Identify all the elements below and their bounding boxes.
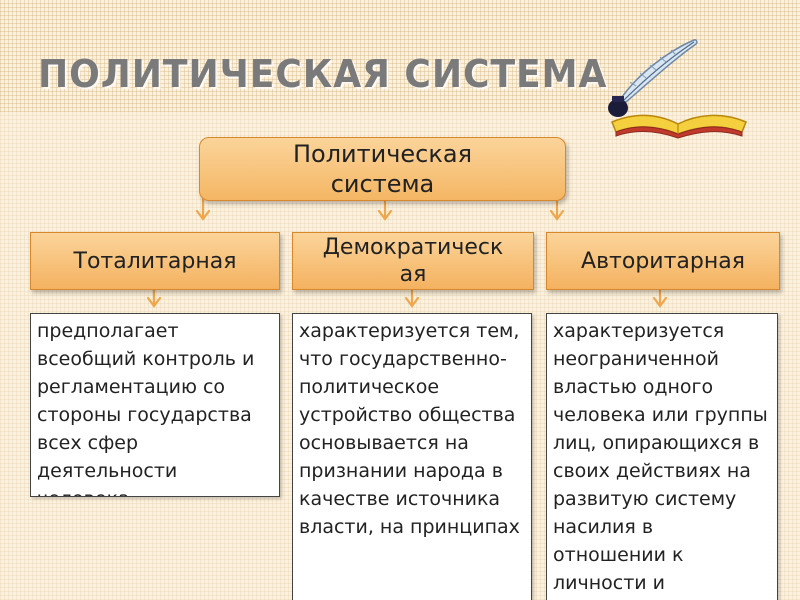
quill-and-book-icon (608, 39, 747, 139)
branch-democratic-label-line1: Демократическ (322, 235, 504, 260)
description-authoritarian-text: характеризуется неограниченной властью о… (553, 320, 768, 594)
root-node-line2: система (330, 170, 435, 198)
description-totalitarian-text: предполагает всеобщий контроль и регламе… (37, 320, 255, 496)
root-node-political-system: Политическая система (199, 137, 566, 201)
branch-democratic: Демократическ ая (292, 232, 534, 290)
root-node-line1: Политическая (292, 140, 473, 168)
description-democratic: характеризуется тем, что государственно-… (292, 313, 532, 600)
branch-totalitarian: Тоталитарная (30, 232, 280, 290)
branch-authoritarian-label: Авторитарная (581, 248, 745, 274)
description-totalitarian: предполагает всеобщий контроль и регламе… (30, 313, 280, 497)
branch-totalitarian-label: Тоталитарная (73, 248, 237, 274)
branch-authoritarian: Авторитарная (546, 232, 780, 290)
description-authoritarian: характеризуется неограниченной властью о… (546, 313, 778, 600)
description-democratic-text: характеризуется тем, что государственно-… (299, 320, 520, 538)
branch-democratic-label-line2: ая (399, 262, 427, 287)
slide-title: ПОЛИТИЧЕСКАЯ СИСТЕМА (38, 52, 608, 96)
